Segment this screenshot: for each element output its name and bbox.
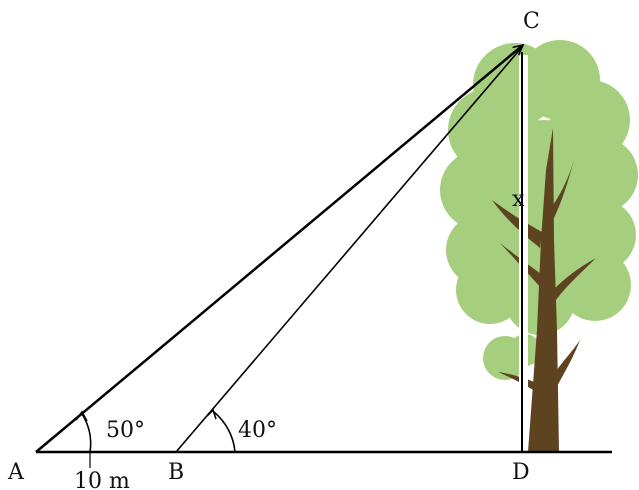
height-label-x: x [512,187,525,212]
point-label-a: A [7,460,25,485]
angle-arrow-b [206,408,217,420]
height-line-white [519,55,528,452]
point-label-b: B [168,460,184,485]
angle-arc-b [213,411,236,453]
angle-label-b: 40° [238,418,277,443]
tree-trunk [492,128,596,452]
angle-arc-a [81,413,92,453]
sight-line-a [35,45,523,453]
angle-arrow-a [75,410,88,422]
point-label-d: D [512,460,530,485]
distance-label: 10 m [74,469,130,490]
sight-line-b [175,46,523,453]
point-label-c: C [523,9,540,34]
tree-foliage [440,40,638,380]
angle-label-a: 50° [106,418,145,443]
